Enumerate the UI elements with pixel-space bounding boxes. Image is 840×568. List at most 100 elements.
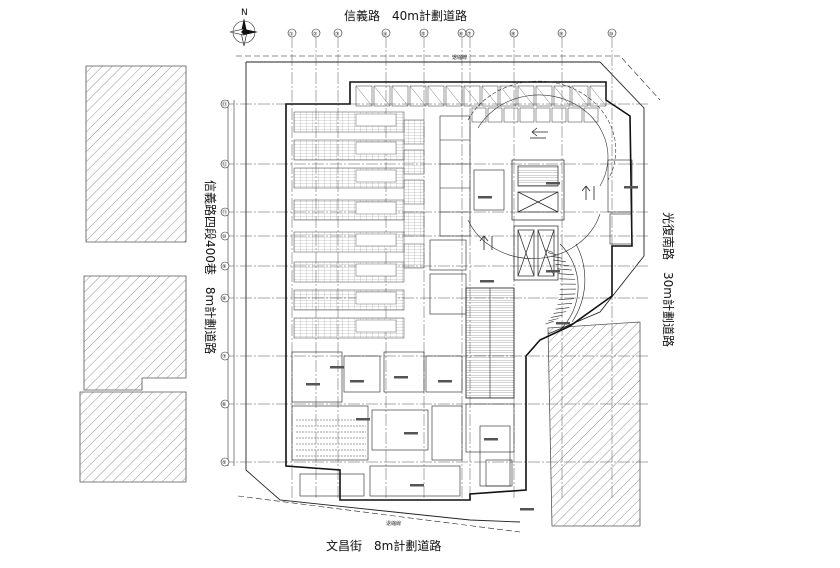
parking-row bbox=[403, 211, 425, 237]
road-label-bottom: 文昌街 8m計劃道路 bbox=[326, 538, 441, 553]
parking-bay-block bbox=[355, 169, 397, 183]
neighbour-buildings bbox=[79, 65, 641, 527]
room-diagonal bbox=[391, 85, 409, 107]
neighbour-building-left-top bbox=[85, 65, 187, 243]
grid-label-left: ⑥ bbox=[222, 402, 227, 408]
toilet-stall bbox=[487, 107, 503, 123]
room-label-mark bbox=[306, 383, 320, 386]
road-label-top: 信義路 40m計劃道路 bbox=[344, 8, 467, 23]
grid-bubble bbox=[220, 261, 230, 271]
room-label-mark bbox=[546, 182, 560, 185]
storage-room bbox=[463, 85, 481, 107]
mechanical-room bbox=[343, 355, 381, 393]
room-label-mark bbox=[624, 186, 638, 189]
storage-room bbox=[517, 85, 535, 107]
mechanical-room bbox=[485, 459, 513, 487]
room-label-mark bbox=[484, 438, 498, 441]
north-label: N bbox=[241, 8, 248, 18]
curved-staircase bbox=[544, 243, 586, 331]
storage-room bbox=[499, 85, 517, 107]
vertical-core bbox=[511, 159, 565, 281]
room-label-mark bbox=[556, 322, 570, 325]
room-label-mark bbox=[480, 280, 494, 283]
mechanical-room bbox=[371, 409, 429, 451]
left-dimension-line bbox=[227, 100, 235, 466]
storage-room bbox=[391, 85, 409, 107]
room-label-marks bbox=[306, 182, 638, 511]
mechanical-room bbox=[299, 473, 365, 497]
room-label-mark bbox=[478, 196, 492, 199]
parking-bay-block bbox=[355, 233, 397, 247]
building-outline bbox=[285, 81, 633, 501]
room-diagonal bbox=[427, 85, 445, 107]
mechanical-room bbox=[383, 351, 425, 393]
grid-label-left: ⑧ bbox=[222, 296, 227, 302]
room-diagonal bbox=[445, 85, 463, 107]
mechanical-room bbox=[479, 425, 511, 487]
grid-label-left: ⑦ bbox=[222, 354, 227, 360]
parking-row bbox=[403, 149, 425, 175]
room-label-mark bbox=[394, 376, 408, 379]
parking-row bbox=[403, 243, 425, 269]
neighbour-building-left-bottom bbox=[79, 391, 187, 483]
grid-bubble bbox=[333, 28, 343, 38]
vehicle-ramp bbox=[467, 80, 617, 259]
parking-bay-block bbox=[355, 319, 397, 333]
grid-bubble bbox=[607, 28, 617, 38]
grid-bubble bbox=[311, 28, 321, 38]
grid-label-top: ③ bbox=[335, 32, 339, 38]
storage-room bbox=[427, 85, 445, 107]
parking-row bbox=[403, 179, 425, 205]
toilet-stall bbox=[567, 107, 583, 123]
north-arrow: N bbox=[229, 8, 258, 47]
grid-label-left: ⑫ bbox=[222, 161, 227, 168]
room-label-mark bbox=[438, 380, 452, 383]
site-boundary bbox=[236, 55, 661, 533]
parking-bay-block bbox=[355, 113, 397, 127]
toilet-stall bbox=[503, 107, 519, 123]
room-label-mark bbox=[356, 418, 370, 421]
parking-bay-block bbox=[355, 141, 397, 155]
grid-label-top: ① bbox=[289, 32, 294, 38]
grid-bubble bbox=[509, 28, 519, 38]
grid-label-top: ② bbox=[313, 32, 318, 38]
toilet-stall bbox=[583, 107, 599, 123]
grid-bubble bbox=[220, 457, 230, 467]
room-diagonal bbox=[499, 85, 517, 107]
grid-bubble bbox=[220, 399, 230, 409]
grid-label-left: ⑩ bbox=[222, 234, 227, 240]
road-label-right: 光復南路 30m計劃道路 bbox=[661, 212, 676, 347]
setback-note-bottom: 退縮線 bbox=[386, 520, 401, 527]
room-diagonal bbox=[409, 85, 427, 107]
grid-bubble bbox=[419, 28, 429, 38]
toilet-stall bbox=[535, 107, 551, 123]
mechanical-room bbox=[425, 355, 463, 393]
grid-label-top: ⑩ bbox=[609, 32, 614, 38]
parking-row bbox=[403, 119, 425, 145]
main-staircase bbox=[465, 287, 515, 399]
grid-bubble bbox=[381, 28, 391, 38]
room-diagonal bbox=[463, 85, 481, 107]
right-rooms bbox=[429, 115, 633, 315]
grid-bubble bbox=[465, 28, 475, 38]
parking-bay-block bbox=[355, 263, 397, 277]
toilet-stall bbox=[471, 107, 487, 123]
grid-label-left: ⑪ bbox=[222, 209, 227, 216]
traffic-arrows bbox=[479, 127, 595, 250]
grid-label-left: ⑬ bbox=[222, 101, 227, 108]
grid-label-top: ④ bbox=[383, 32, 388, 38]
grid-label-top: ⑨ bbox=[559, 32, 563, 38]
parking-bay-block bbox=[355, 201, 397, 215]
storage-room bbox=[373, 85, 391, 107]
room-diagonal bbox=[553, 85, 571, 107]
grid-label-top: ⑧ bbox=[511, 32, 516, 38]
grid-label-top: ⑥ bbox=[459, 32, 464, 38]
grid-bubble bbox=[220, 99, 230, 109]
grid-label-top: ⑦ bbox=[467, 32, 472, 38]
room-label-mark bbox=[330, 366, 344, 369]
room-diagonal bbox=[535, 85, 553, 107]
room-diagonal bbox=[373, 85, 391, 107]
grid-bubble bbox=[287, 28, 297, 38]
grid-label-left: ⑨ bbox=[222, 264, 226, 270]
